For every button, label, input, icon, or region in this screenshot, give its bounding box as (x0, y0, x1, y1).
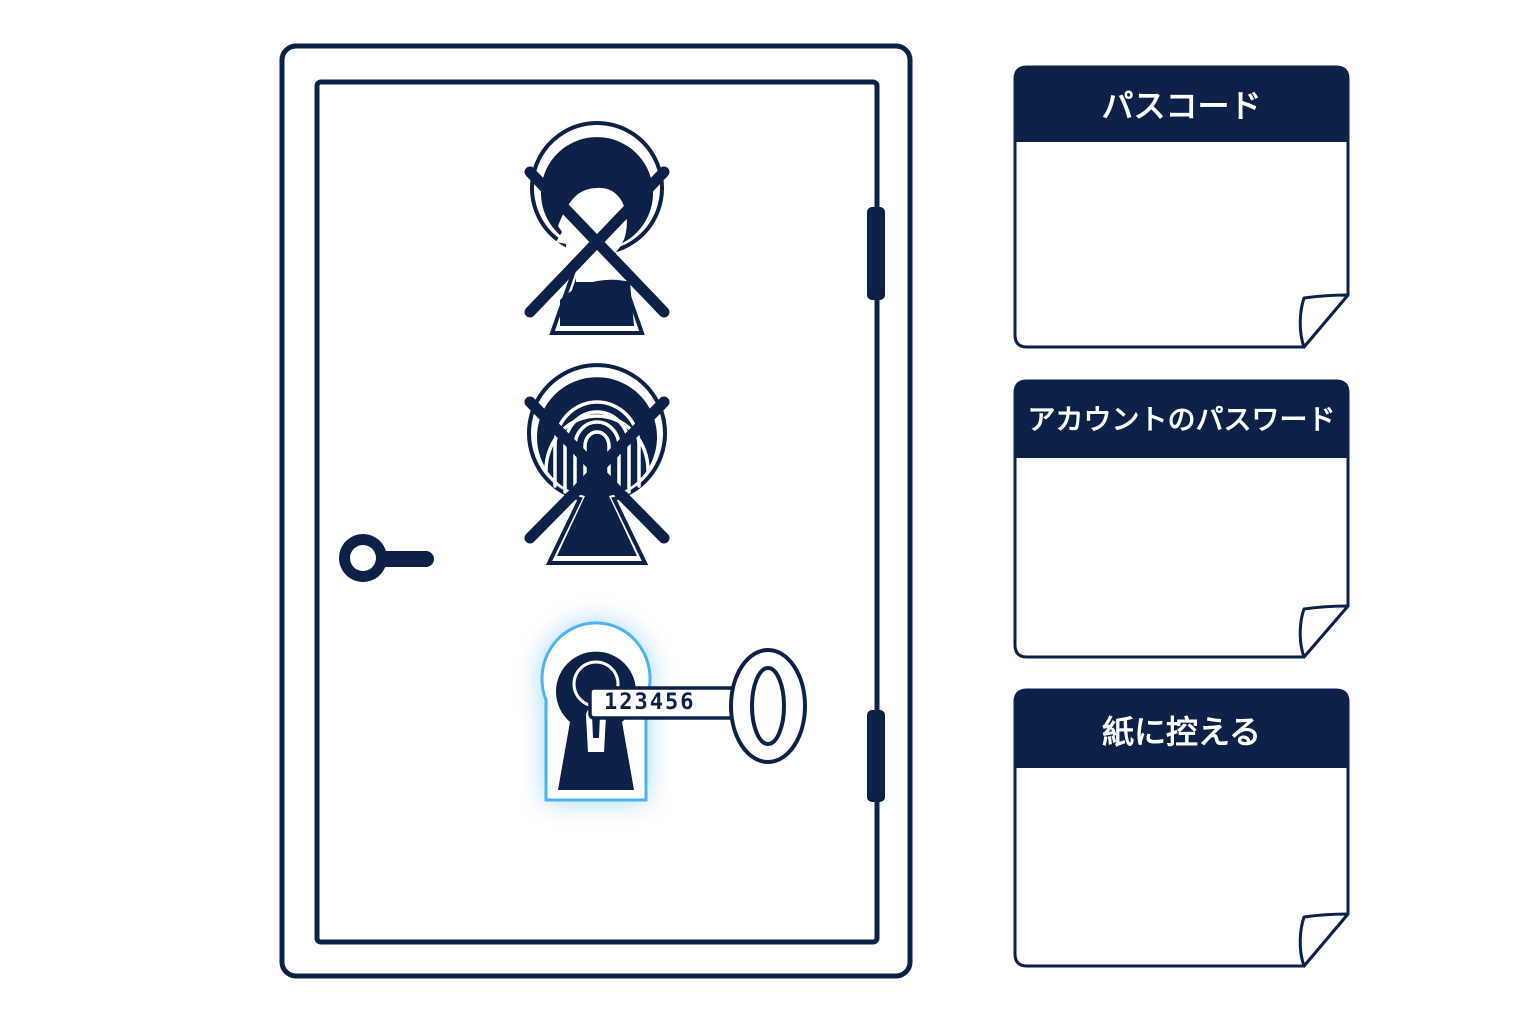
note-card-passcode[interactable] (1013, 65, 1350, 349)
note-title-account-password: アカウントのパスワード (1027, 403, 1336, 436)
note-card-account-password[interactable] (1013, 379, 1350, 659)
door-handle[interactable] (339, 534, 434, 582)
note-corner-curl (1298, 912, 1350, 968)
fingerprint-keyhole-icon (524, 363, 670, 565)
door (279, 43, 913, 979)
note-corner-curl (1298, 293, 1350, 349)
note-title-passcode: パスコード (1101, 87, 1262, 125)
cross-mark-icon (524, 396, 670, 544)
note-title-write-on-paper: 紙に控える (1101, 713, 1262, 751)
keyhole-key-icon[interactable] (540, 621, 807, 802)
door-hinge-bottom (867, 710, 885, 802)
note-corner-curl (1298, 604, 1350, 659)
face-keyhole-icon (524, 121, 670, 335)
door-hinge-top (867, 207, 885, 300)
note-card-write-on-paper[interactable] (1013, 688, 1350, 968)
key-code-label: 123456 (604, 690, 696, 715)
cross-mark-icon (524, 166, 670, 318)
